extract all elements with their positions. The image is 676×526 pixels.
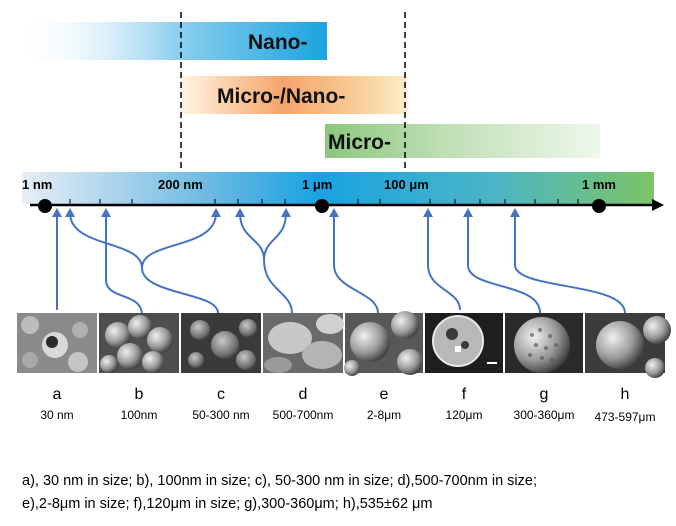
micro-nano-band-label: Micro-/Nano- [217,85,345,108]
connector-c-right [141,212,217,269]
marker-1mm [592,199,606,213]
connector-lines [56,212,626,316]
image-size-d: 500-700nm [273,408,334,422]
axis-arrowhead [652,199,664,211]
sem-image-f [425,313,503,373]
connector-d-right [263,212,287,261]
connector-e [333,213,379,314]
connector-f [427,213,461,311]
connector-h [514,213,626,314]
sem-image-c [181,313,261,373]
marker-1um [315,199,329,213]
image-letter-a: a [53,386,62,403]
tick-label-1nm: 1 nm [22,177,52,192]
image-size-f: 120μm [446,408,483,422]
image-letter-d: d [299,386,308,403]
sem-image-g [505,313,583,373]
tick-label-200nm: 200 nm [158,177,203,192]
image-letter-c: c [217,386,225,403]
image-size-b: 100nm [121,408,158,422]
nano-band [22,22,327,60]
image-letter-b: b [135,386,144,403]
figure-caption: a), 30 nm in size; b), 100nm in size; c)… [22,470,662,516]
image-letter-g: g [540,386,549,403]
image-size-g: 300-360μm [514,408,575,422]
image-size-h: 473-597μm [595,410,656,424]
tick-label-100um: 100 μm [384,177,429,192]
nano-band-label: Nano- [248,31,308,54]
image-letter-e: e [380,386,389,403]
micro-nano-band [182,76,407,114]
sem-image-a [17,313,97,373]
tick-label-1mm: 1 mm [582,177,616,192]
caption-line-2: e),2-8μm in size; f),120μm in size; g),3… [22,496,433,512]
caption-line-1: a), 30 nm in size; b), 100nm in size; c)… [22,473,537,489]
connector-b [105,213,143,316]
sem-image-h [585,313,671,378]
image-size-c: 50-300 nm [192,408,249,422]
connector-arrowheads [52,208,520,217]
micro-band-label: Micro- [328,131,391,154]
axis-gradient-bar [22,172,654,204]
axis-minor-ticks [69,199,579,205]
image-letter-h: h [621,386,630,403]
marker-1nm [38,199,52,213]
micro-band [325,124,600,158]
connector-d-left [239,212,293,314]
sem-image-e [344,311,423,376]
image-size-e: 2-8μm [367,408,401,422]
sem-image-b [99,313,179,373]
sem-image-d [263,313,344,373]
tick-label-1um: 1 μm [302,177,332,192]
image-letter-f: f [462,386,467,403]
image-size-a: 30 nm [40,408,73,422]
connector-g [467,213,541,314]
